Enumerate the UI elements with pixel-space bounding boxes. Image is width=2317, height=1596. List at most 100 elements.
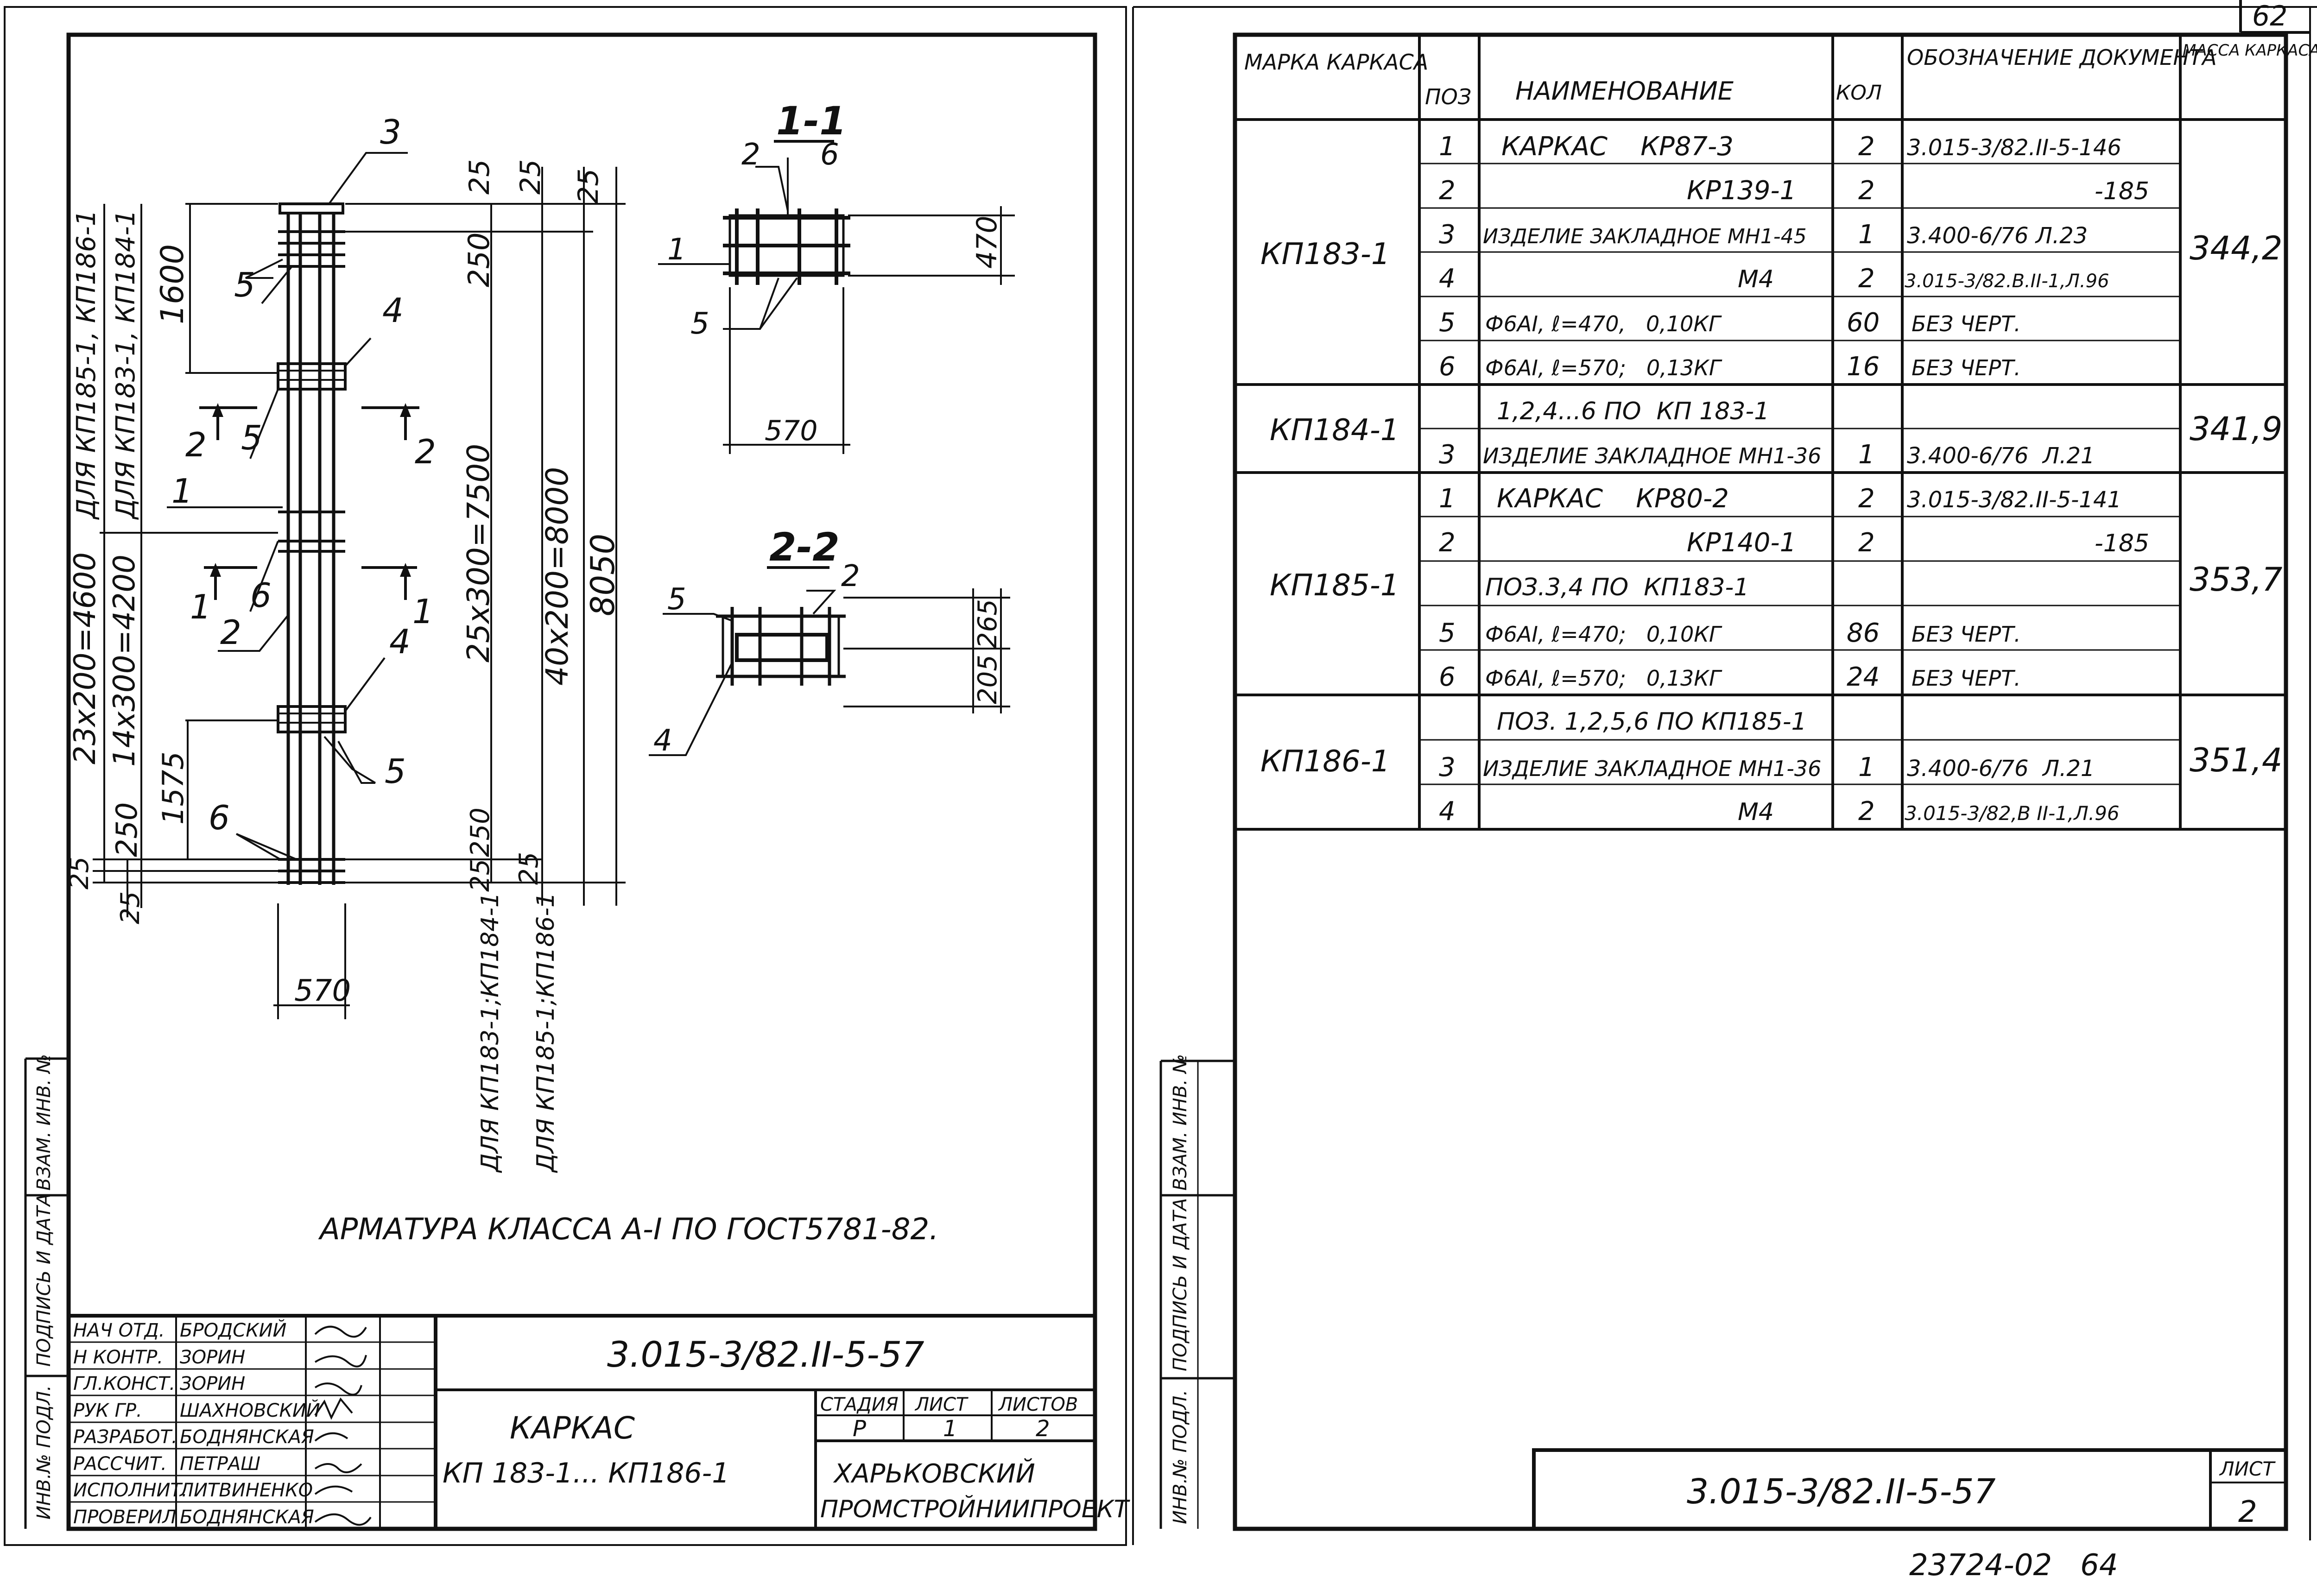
- g0-r5-name: Ф6АI, ℓ=570; 0,13КГ: [1485, 355, 1722, 380]
- cut-label-2-right: 2: [415, 432, 436, 471]
- s2-pos-2: 2: [841, 559, 860, 593]
- header-pos: ПОЗ: [1425, 84, 1471, 109]
- g3-r2-doc: 3.015-3/82,В II-1,Л.96: [1905, 802, 2120, 825]
- g2-r4-qty: 24: [1847, 662, 1880, 692]
- role-3: РУК ГР.: [73, 1400, 142, 1421]
- left-title-line2: КП 183-1... КП186-1: [443, 1457, 729, 1489]
- mark-kp185: КП185-1: [1270, 568, 1399, 603]
- elevation-view: 2 2 1 1 3 5 4 5 1 6 2 4 5 6: [64, 113, 626, 1173]
- g0-r0-qty: 2: [1858, 132, 1875, 162]
- cut-label-2-left: 2: [185, 425, 207, 464]
- header-name: НАИМЕНОВАНИЕ: [1515, 76, 1734, 106]
- dim-8050: 8050: [584, 534, 622, 616]
- pos-4-label-b: 4: [389, 622, 411, 661]
- dim-250-bot: 250: [110, 802, 144, 857]
- s2-pos-4: 4: [653, 724, 672, 758]
- pos-5-label-b: 5: [241, 418, 262, 457]
- g2-r0-pos: 1: [1439, 484, 1456, 514]
- name-2: ЗОРИН: [180, 1373, 245, 1394]
- page-corner-number: 62: [2252, 0, 2287, 32]
- r-side-stamp-vzam: ВЗАМ. ИНВ. №: [1170, 1054, 1191, 1191]
- dim-1600: 1600: [154, 244, 191, 324]
- dim-25-250: 250: [465, 807, 495, 857]
- g2-r4-doc: БЕЗ ЧЕРТ.: [1912, 666, 2021, 691]
- g0-r3-pos: 4: [1439, 264, 1456, 294]
- side-stamp-sign: ПОДПИСЬ И ДАТА: [33, 1193, 55, 1367]
- g0-r5-doc: БЕЗ ЧЕРТ.: [1912, 355, 2021, 380]
- pos-5-label-a: 5: [234, 265, 255, 304]
- note-for-183-184: ДЛЯ КП183-1, КП184-1: [111, 210, 141, 520]
- dim-14x300: 14х300=4200: [108, 555, 142, 767]
- name-0: БРОДСКИЙ: [180, 1319, 286, 1341]
- right-sheet-number: 2: [2238, 1495, 2257, 1529]
- g2-r0-doc: 3.015-3/82.II-5-141: [1907, 487, 2121, 513]
- sheet-label: ЛИСТ: [914, 1394, 969, 1415]
- left-doc-code: 3.015-3/82.II-5-57: [607, 1334, 924, 1375]
- left-title-line1: КАРКАС: [510, 1410, 635, 1446]
- name-4: БОДНЯНСКАЯ: [180, 1426, 314, 1448]
- r-side-stamp-inv: ИНВ.№ ПОДЛ.: [1170, 1390, 1191, 1524]
- g0-r2-qty: 1: [1858, 220, 1875, 250]
- side-stamp-vzam: ВЗАМ. ИНВ. №: [33, 1054, 55, 1191]
- org-line1: ХАРЬКОВСКИЙ: [833, 1459, 1035, 1489]
- s1-pos-5: 5: [690, 307, 709, 341]
- dim-25-bl-a: 25: [64, 857, 95, 889]
- mass-kp185: 353,7: [2190, 561, 2282, 599]
- g0-r1-pos: 2: [1439, 176, 1456, 206]
- g0-r2-doc: 3.400-6/76 Л.23: [1907, 223, 2088, 249]
- s1-pos-2: 2: [741, 138, 760, 172]
- g0-r2-name: ИЗДЕЛИЕ ЗАКЛАДНОЕ МН1-45: [1483, 225, 1807, 248]
- g1-r1-name: ИЗДЕЛИЕ ЗАКЛАДНОЕ МН1-36: [1483, 443, 1821, 468]
- g0-r4-qty: 60: [1847, 308, 1880, 338]
- g2-r2-name: ПОЗ.3,4 ПО КП183-1: [1485, 574, 1749, 601]
- right-sheet-label: ЛИСТ: [2219, 1457, 2276, 1480]
- pos-6-label-b: 6: [209, 798, 230, 837]
- r-side-stamp-sign: ПОДПИСЬ И ДАТА: [1170, 1198, 1191, 1371]
- spec-table: МАРКА КАРКАСА ПОЗ НАИМЕНОВАНИЕ КОЛ ОБОЗН…: [1235, 35, 2317, 831]
- mark-kp184: КП184-1: [1270, 413, 1399, 448]
- dim-25x300: 25х300=7500: [461, 444, 496, 662]
- dim-25-br-c: 25: [465, 859, 495, 892]
- section-2-2-title: 2-2: [769, 524, 840, 570]
- pos-2-label: 2: [220, 613, 241, 652]
- mark-kp186: КП186-1: [1260, 744, 1390, 779]
- cut-label-1-left: 1: [190, 587, 211, 626]
- section-2-2-dim-205: 205: [973, 655, 1003, 704]
- role-7: ПРОВЕРИЛ: [73, 1507, 177, 1528]
- g0-r0-doc: 3.015-3/82.II-5-146: [1907, 135, 2121, 161]
- g0-r5-qty: 16: [1847, 352, 1880, 382]
- g1-r1-pos: 3: [1439, 440, 1456, 470]
- sheets-label: ЛИСТОВ: [998, 1394, 1078, 1415]
- g2-r1-name: КР140-1: [1687, 528, 1796, 558]
- section-1-1-dim-470: 470: [971, 215, 1003, 269]
- g3-r2-name: М4: [1738, 798, 1774, 826]
- g2-r3-doc: БЕЗ ЧЕРТ.: [1912, 622, 2021, 647]
- g0-r1-name: КР139-1: [1687, 176, 1796, 206]
- name-1: ЗОРИН: [180, 1347, 245, 1368]
- dim-25-top-b: 25: [514, 159, 547, 195]
- note-for-185-186: ДЛЯ КП185-1, КП186-1: [71, 210, 101, 520]
- dim-23x200: 23х200=4600: [68, 552, 102, 764]
- g0-r0-name: КАРКАС КР87-3: [1501, 132, 1734, 162]
- pos-3-label: 3: [380, 113, 401, 151]
- sheets-value: 2: [1036, 1416, 1050, 1442]
- s1-pos-1: 1: [667, 233, 686, 267]
- g2-r3-pos: 5: [1439, 618, 1456, 648]
- g2-r3-qty: 86: [1847, 618, 1880, 648]
- g0-r0-pos: 1: [1439, 132, 1456, 162]
- dim-25-br-d: 25: [514, 852, 544, 885]
- role-6: ИСПОЛНИТ.: [73, 1480, 188, 1501]
- org-line2: ПРОМСТРОЙНИИПРОЕКТ: [820, 1495, 1131, 1523]
- role-2: ГЛ.КОНСТ.: [73, 1373, 175, 1394]
- name-5: ПЕТРАШ: [180, 1453, 260, 1475]
- g2-r0-name: КАРКАС КР80-2: [1497, 484, 1729, 514]
- header-mass: МАССА КАРКАСА, КГ: [2183, 41, 2317, 60]
- role-5: РАССЧИТ.: [73, 1453, 167, 1475]
- name-3: ШАХНОВСКИЙ: [180, 1399, 320, 1421]
- g2-r1-pos: 2: [1439, 528, 1456, 558]
- g0-r3-doc: 3.015-3/82.В.II-1,Л.96: [1905, 271, 2109, 292]
- section-1-1: 1-1 2 6 1 5 470 570: [658, 98, 1015, 454]
- mark-kp183: КП183-1: [1260, 237, 1390, 271]
- role-4: РАЗРАБОТ.: [73, 1426, 177, 1448]
